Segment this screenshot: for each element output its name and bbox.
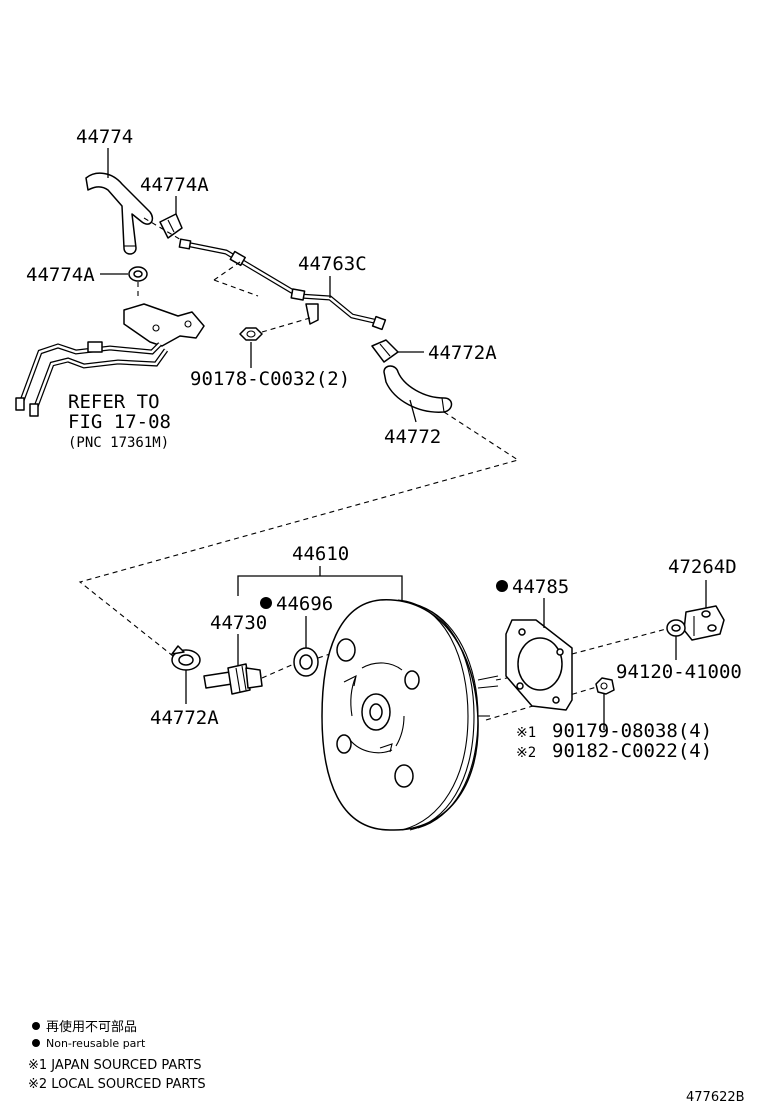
label-44774A-left: 44774A	[26, 264, 95, 286]
dash-pipe-bracket-left	[213, 279, 259, 297]
clevis-47264D	[683, 605, 725, 641]
label-refer-to: REFER TO	[68, 391, 160, 413]
legend-dot-en	[32, 1039, 40, 1047]
legend-japan-sourced: ※1 JAPAN SOURCED PARTS	[28, 1058, 202, 1073]
label-44610: 44610	[292, 543, 349, 565]
label-44772A-top: 44772A	[428, 342, 497, 364]
label-44730: 44730	[210, 612, 267, 634]
label-90179-mark: ※1	[516, 725, 536, 741]
label-pnc: (PNC 17361M)	[68, 435, 169, 451]
pipe-44763C	[178, 238, 387, 331]
nut-94120	[595, 677, 615, 695]
legend-nonreuse-en: Non-reusable part	[46, 1037, 146, 1050]
clip-44774A-top	[159, 213, 183, 239]
bracket-lines-fig-17-08	[15, 303, 205, 417]
dash-pipe-bracket-left2	[213, 261, 241, 281]
check-valve-44730	[203, 663, 263, 695]
dash-hose-to-booster	[78, 411, 520, 661]
dash-gasket-to-pin	[571, 627, 671, 655]
label-47264D: 47264D	[668, 556, 737, 578]
legend-dot-jp	[32, 1022, 40, 1030]
figure-code: 477622B	[686, 1090, 745, 1105]
brake-booster-44610	[321, 599, 499, 831]
label-fig: FIG 17-08	[68, 411, 171, 433]
label-90182: 90182-C0022(4)	[552, 740, 712, 762]
legend-nonreuse-jp: 再使用不可部品	[46, 1019, 137, 1035]
label-44772A-bottom: 44772A	[150, 707, 219, 729]
clip-44774A-left	[128, 266, 148, 282]
hose-44774	[85, 172, 154, 255]
label-94120: 94120-41000	[616, 661, 742, 683]
label-44774A-top: 44774A	[140, 174, 209, 196]
gasket-44785	[505, 619, 573, 711]
label-44772: 44772	[384, 426, 441, 448]
dash-valve-to-grommet	[261, 663, 295, 679]
label-44763C: 44763C	[298, 253, 367, 275]
label-44774: 44774	[76, 126, 133, 148]
label-90178: 90178-C0032(2)	[190, 368, 350, 390]
clip-44772A-top	[371, 339, 399, 363]
pin-94120-41000	[666, 619, 686, 637]
dash-booster-lower	[485, 685, 601, 721]
nonreuse-mark-44696	[260, 597, 272, 609]
leader-44772	[409, 399, 417, 423]
hose-44772	[383, 365, 453, 413]
grommet-44696	[293, 647, 319, 677]
dash-nut-to-pipe	[261, 317, 311, 333]
label-44696: 44696	[276, 593, 333, 615]
label-90182-mark: ※2	[516, 745, 536, 761]
label-90179: 90179-08038(4)	[552, 720, 712, 742]
nonreuse-mark-44785	[496, 580, 508, 592]
clip-44772A-bottom	[171, 645, 201, 671]
label-44785: 44785	[512, 576, 569, 598]
nut-90178	[239, 327, 263, 341]
legend-local-sourced: ※2 LOCAL SOURCED PARTS	[28, 1077, 206, 1092]
